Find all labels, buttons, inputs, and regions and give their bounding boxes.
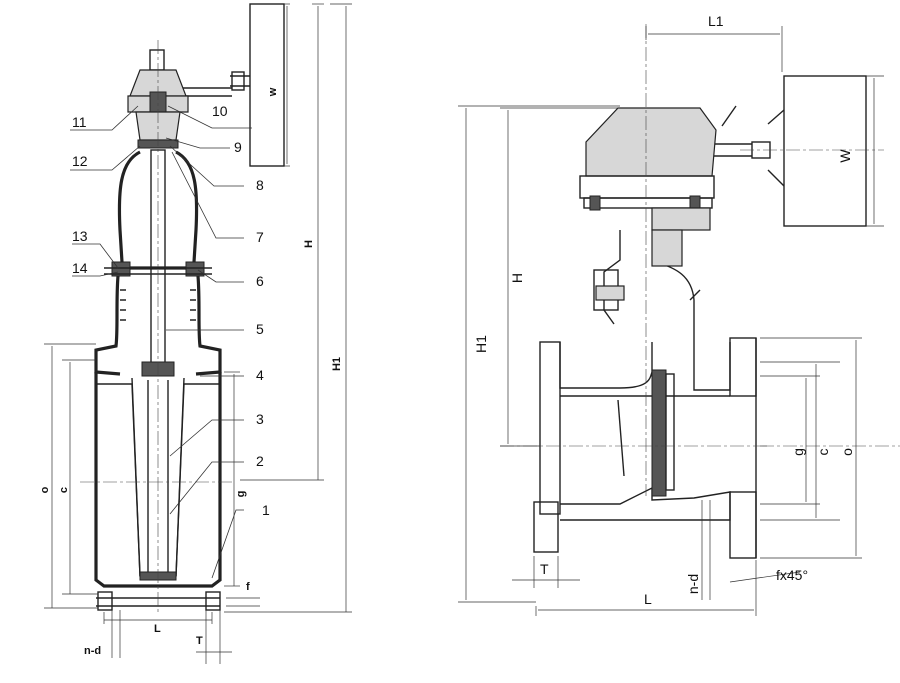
part-number-12: 12 bbox=[72, 153, 88, 169]
part-number-10: 10 bbox=[212, 103, 228, 119]
right-dim-l: L bbox=[644, 591, 652, 607]
left-dim-l: L bbox=[154, 623, 161, 635]
right-dimension-labels: L1 W H H1 g c o T n-d L fx45° bbox=[473, 13, 855, 607]
part-number-8: 8 bbox=[256, 177, 264, 193]
part-number-13: 13 bbox=[72, 228, 88, 244]
part-number-9: 9 bbox=[234, 139, 242, 155]
right-elevation-view bbox=[458, 24, 900, 616]
right-dim-o: o bbox=[839, 448, 855, 456]
left-dim-h: H bbox=[303, 240, 315, 248]
left-dim-t: T bbox=[196, 635, 203, 647]
left-dimension-labels: w H H1 o c g f L n-d T bbox=[39, 87, 343, 657]
part-number-3: 3 bbox=[256, 411, 264, 427]
right-dim-c: c bbox=[815, 449, 831, 456]
left-part-leaders bbox=[70, 105, 252, 579]
left-dim-nd: n-d bbox=[84, 645, 101, 657]
right-dim-h: H bbox=[509, 273, 525, 283]
left-part-numbers: 1 2 3 4 5 6 7 8 9 10 11 12 13 14 bbox=[72, 103, 270, 518]
right-dim-chamfer: fx45° bbox=[776, 567, 808, 583]
part-number-1: 1 bbox=[262, 502, 270, 518]
part-number-14: 14 bbox=[72, 260, 88, 276]
part-number-11: 11 bbox=[72, 114, 87, 130]
left-dim-g: g bbox=[235, 491, 247, 498]
part-number-6: 6 bbox=[256, 273, 264, 289]
part-number-4: 4 bbox=[256, 367, 264, 383]
left-dim-w: w bbox=[267, 87, 279, 97]
left-dim-o: o bbox=[39, 486, 51, 493]
right-dim-w: W bbox=[837, 149, 853, 163]
right-handwheel bbox=[783, 75, 867, 227]
right-dim-h1: H1 bbox=[473, 335, 489, 353]
right-dim-g: g bbox=[790, 448, 806, 456]
left-section-view bbox=[44, 3, 352, 664]
left-dim-f: f bbox=[246, 581, 250, 593]
left-handwheel bbox=[249, 3, 285, 167]
part-number-5: 5 bbox=[256, 321, 264, 337]
right-dim-nd: n-d bbox=[685, 574, 701, 594]
right-dim-t: T bbox=[540, 561, 549, 577]
left-dim-h1: H1 bbox=[331, 357, 343, 371]
part-number-2: 2 bbox=[256, 453, 264, 469]
right-dim-l1: L1 bbox=[708, 13, 724, 29]
left-dim-c: c bbox=[58, 487, 70, 493]
part-number-7: 7 bbox=[256, 229, 264, 245]
